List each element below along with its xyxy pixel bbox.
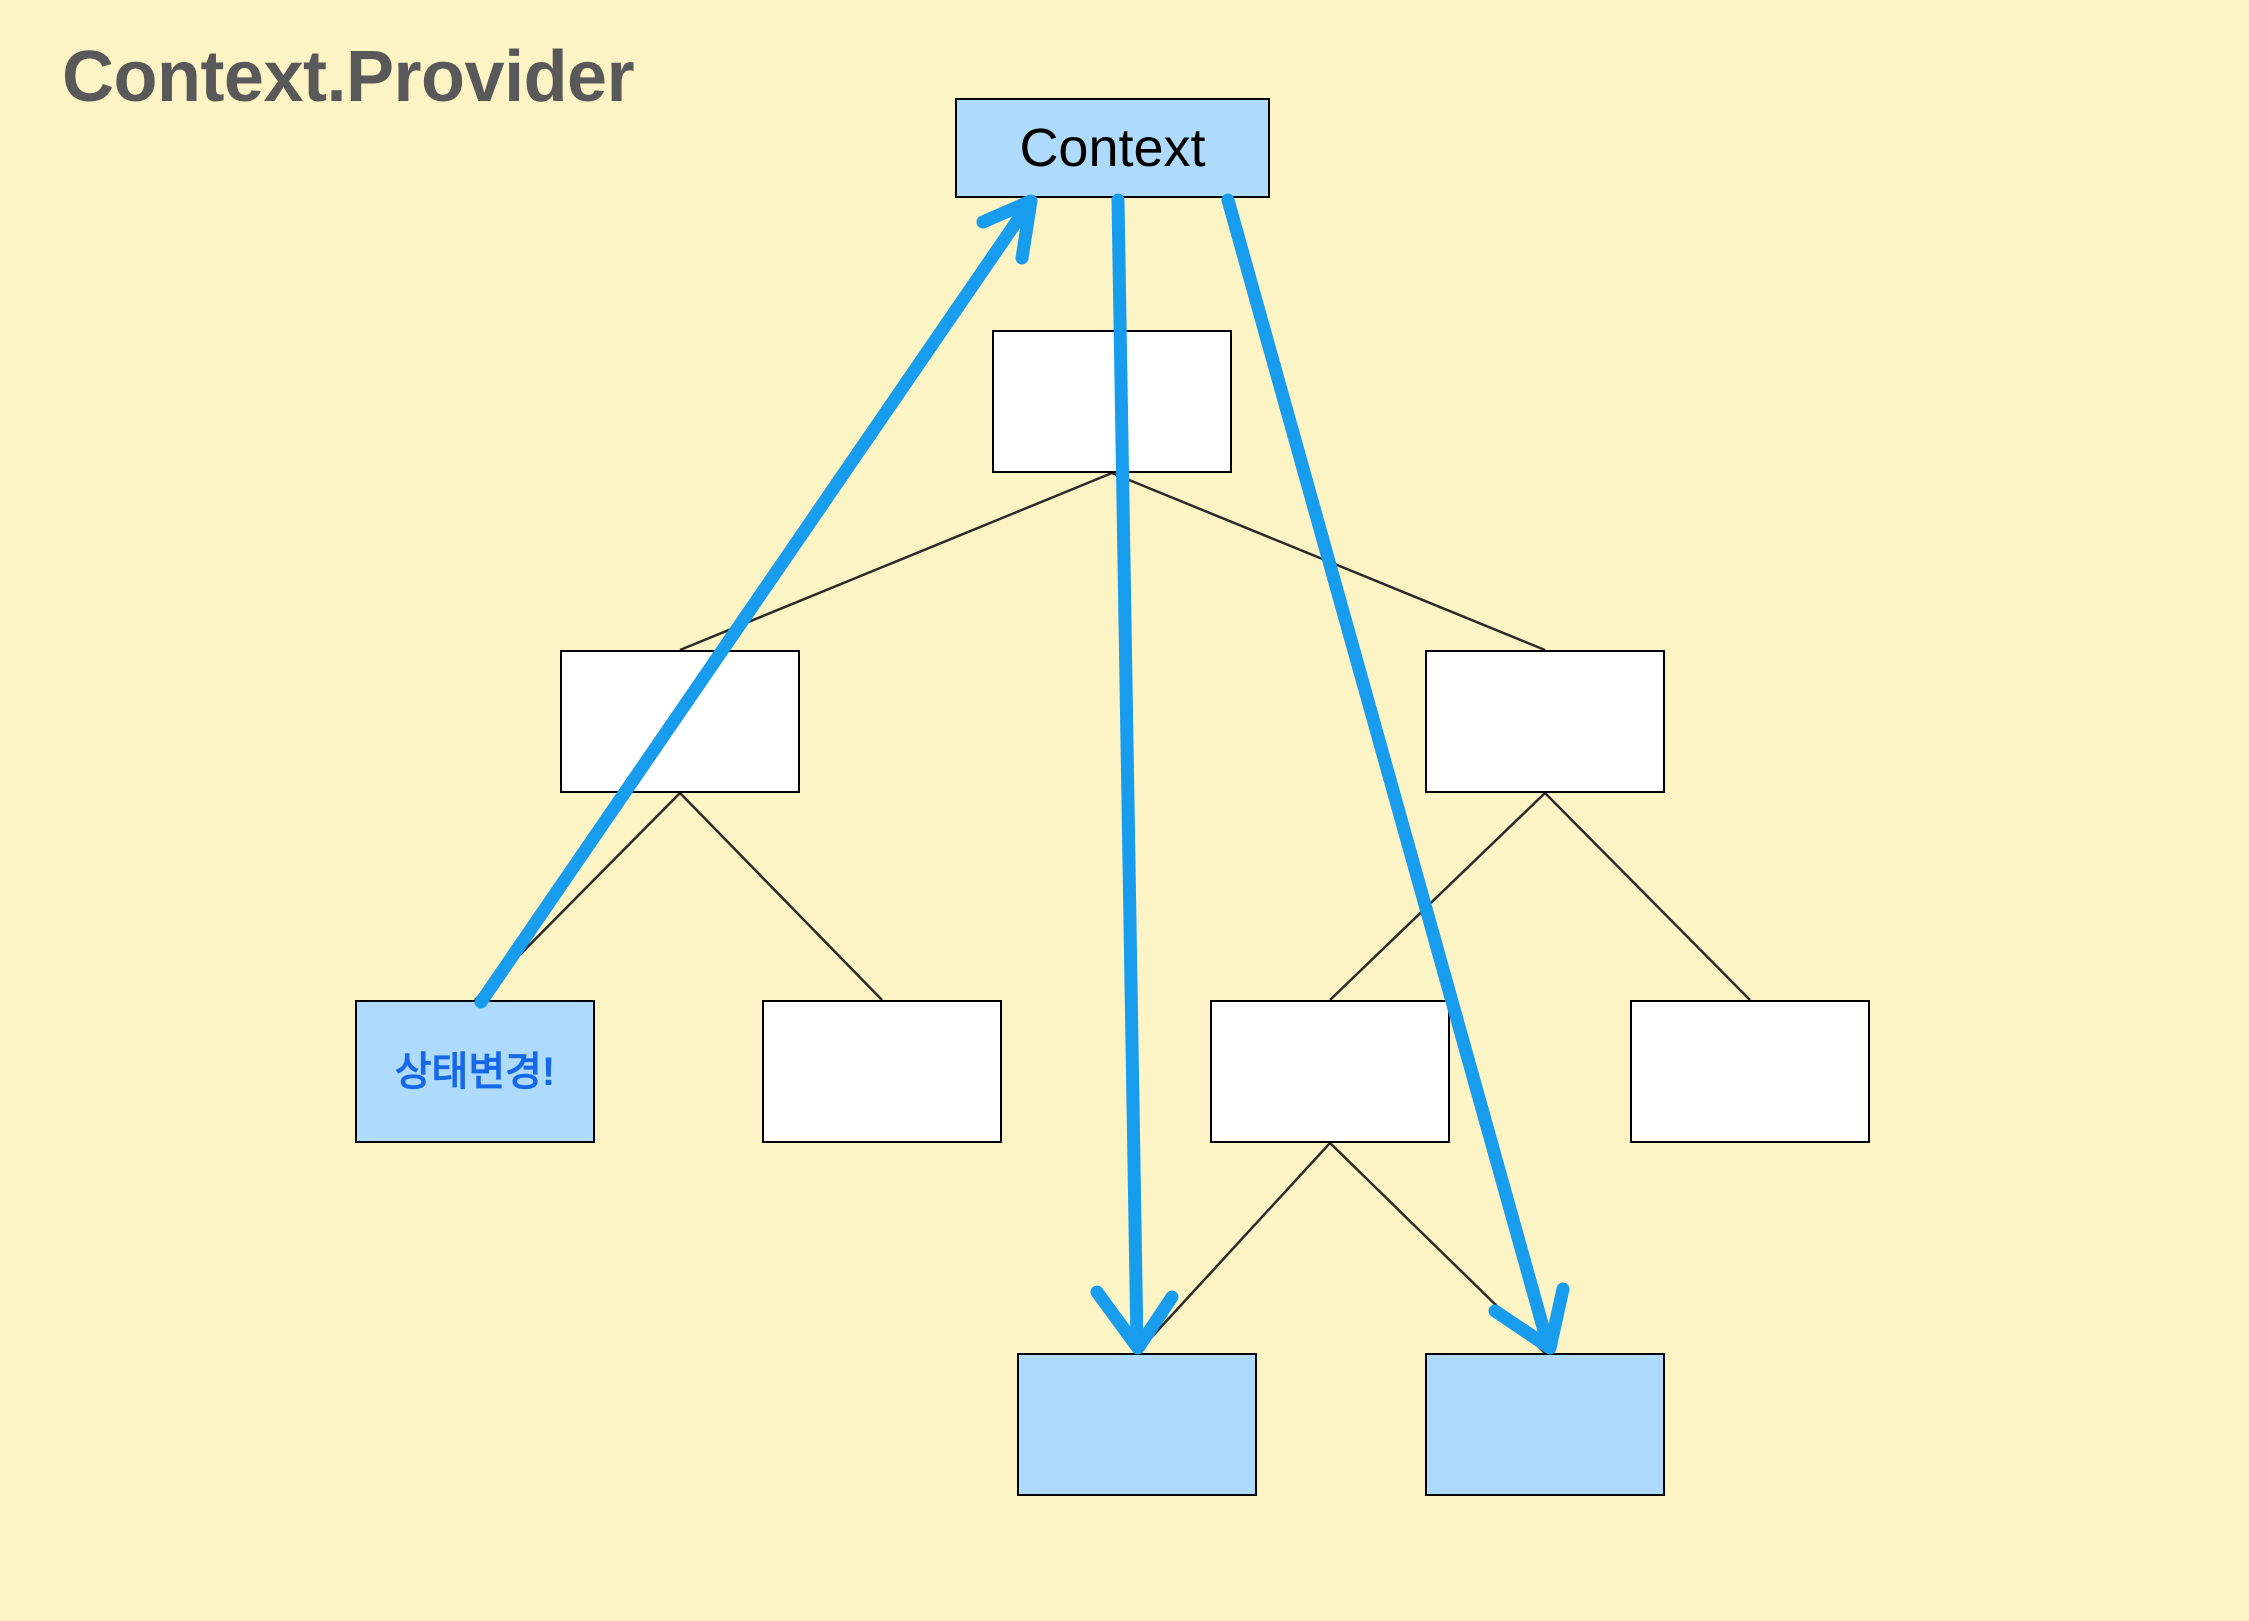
edge-mid-left-to-leaf-2 xyxy=(679,792,883,1001)
node-context-label: Context xyxy=(1019,118,1206,178)
node-mid-right[interactable] xyxy=(1425,650,1665,793)
edge-mid-left-to-leaf-1 xyxy=(474,792,681,1001)
edge-leaf-3-to-bottom-2 xyxy=(1329,1142,1546,1354)
arrow-state-change-up xyxy=(474,194,1038,1009)
edge-mid-right-to-leaf-4 xyxy=(1544,792,1751,1001)
node-bottom-2[interactable] xyxy=(1425,1353,1665,1496)
node-leaf-2[interactable] xyxy=(762,1000,1002,1143)
edge-mid-right-to-leaf-3 xyxy=(1329,792,1546,1001)
page-title: Context.Provider xyxy=(62,37,635,117)
node-root[interactable] xyxy=(992,330,1232,473)
node-leaf-3[interactable] xyxy=(1210,1000,1450,1143)
node-leaf-state-change-label: 상태변경! xyxy=(394,1049,556,1094)
edge-root-to-mid-left xyxy=(679,471,1113,652)
edge-leaf-3-to-bottom-1 xyxy=(1136,1142,1331,1354)
node-bottom-1[interactable] xyxy=(1017,1353,1257,1496)
edge-root-to-mid-right xyxy=(1111,471,1546,652)
node-leaf-4[interactable] xyxy=(1630,1000,1870,1143)
node-mid-left[interactable] xyxy=(560,650,800,793)
node-context[interactable]: Context xyxy=(955,98,1270,198)
node-leaf-state-change[interactable]: 상태변경! xyxy=(355,1000,595,1143)
